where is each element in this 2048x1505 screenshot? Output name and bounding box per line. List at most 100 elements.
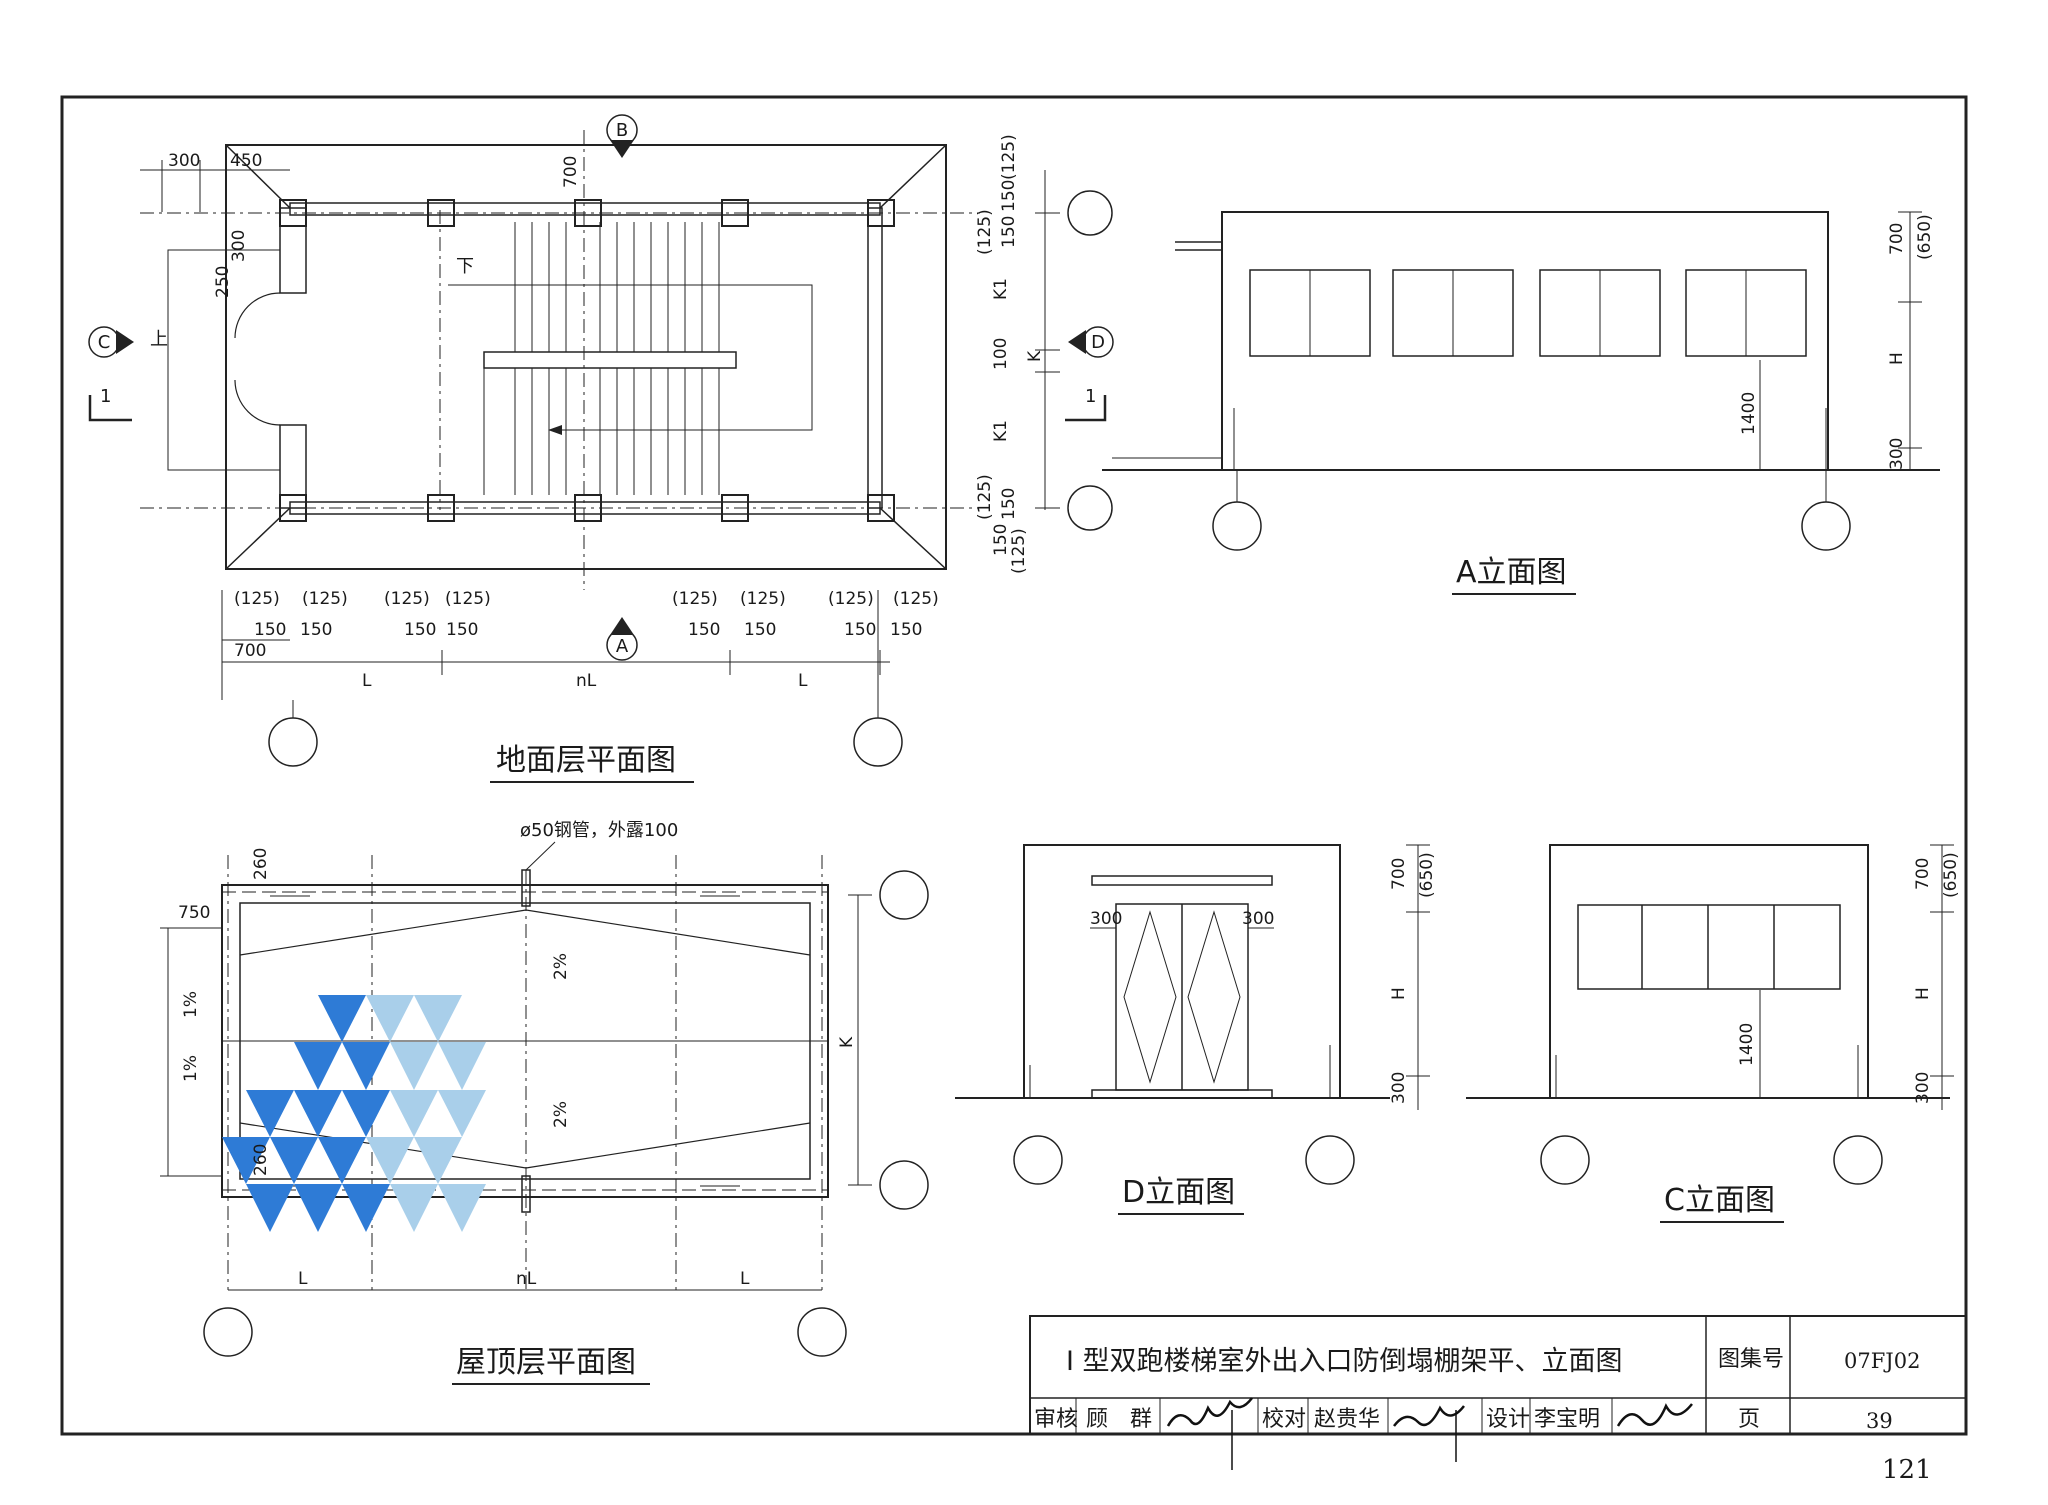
d-elev-dim-h: H xyxy=(1389,987,1409,1000)
c-elev-dim-h: H xyxy=(1913,987,1933,1000)
view-d-marker-label: D xyxy=(1091,332,1105,353)
roof-plan-title: 屋顶层平面图 xyxy=(456,1345,636,1380)
page-label: 页 xyxy=(1738,1407,1760,1432)
dim-col-a-6: (125) xyxy=(740,589,786,609)
dim-250-side: 250 xyxy=(213,266,233,298)
d-elev-dim-300-right: 300 xyxy=(1242,909,1274,929)
dim-right-k: K xyxy=(1025,350,1045,362)
d-elevation xyxy=(955,844,1430,1185)
watermark-logo xyxy=(222,995,486,1232)
roof-slope-2pct-bottom: 2% xyxy=(551,1101,571,1128)
dim-right-3: 150 xyxy=(999,216,1019,248)
page-no: 39 xyxy=(1866,1409,1893,1433)
d-elev-dim-300-left: 300 xyxy=(1090,909,1122,929)
review-label: 审核 xyxy=(1034,1407,1078,1432)
dim-col-a-1: (125) xyxy=(234,589,280,609)
a-elevation-title: A立面图 xyxy=(1456,555,1567,590)
design-label: 设计 xyxy=(1486,1407,1530,1432)
c-elev-dim-300: 300 xyxy=(1913,1072,1933,1104)
section-mark-left: 1 xyxy=(100,386,111,407)
d-elev-dim-650: (650) xyxy=(1417,852,1437,898)
dim-right-11: 150 xyxy=(991,524,1011,556)
span-l-left: L xyxy=(362,671,372,691)
roof-dim-260-bottom: 260 xyxy=(251,1144,271,1176)
roof-dim-k: K xyxy=(837,1036,857,1048)
dim-col-a-4: (125) xyxy=(445,589,491,609)
title-block xyxy=(1029,1315,1967,1435)
dim-right-12: (125) xyxy=(1009,528,1029,574)
roof-slope-1pct-bottom: 1% xyxy=(181,1055,201,1082)
dim-right-1: (125) xyxy=(999,134,1019,180)
span-nl: nL xyxy=(576,671,597,691)
d-elev-dim-300-base: 300 xyxy=(1389,1072,1409,1104)
c-elev-dim-650: (650) xyxy=(1941,852,1961,898)
roof-slope-2pct-top: 2% xyxy=(551,953,571,980)
dim-col-b-8: 150 xyxy=(890,620,922,640)
up-label: 上 xyxy=(150,329,168,350)
dim-700-top: 700 xyxy=(561,156,581,188)
dim-col-b-6: 150 xyxy=(744,620,776,640)
view-b-marker-label: B xyxy=(616,120,628,141)
dim-450-top: 450 xyxy=(230,151,262,171)
ground-plan-title: 地面层平面图 xyxy=(496,743,676,778)
view-c-marker-label: C xyxy=(98,332,111,353)
drawing-title: I 型双跑楼梯室外出入口防倒塌棚架平、立面图 xyxy=(1066,1346,1623,1377)
roof-dim-750: 750 xyxy=(178,903,210,923)
dim-col-a-7: (125) xyxy=(828,589,874,609)
atlas-number: 07FJ02 xyxy=(1844,1349,1920,1373)
dim-col-a-8: (125) xyxy=(893,589,939,609)
ground-floor-plan xyxy=(88,114,1114,767)
dim-right-100: 100 xyxy=(991,338,1011,370)
c-elevation xyxy=(1466,844,1954,1185)
roof-slope-1pct-top: 1% xyxy=(181,991,201,1018)
pipe-note: ø50钢管，外露100 xyxy=(520,820,678,841)
dim-col-b-2: 150 xyxy=(300,620,332,640)
signatures xyxy=(1166,1397,1693,1470)
c-elev-dim-700: 700 xyxy=(1913,858,1933,890)
dim-right-10: 150 xyxy=(999,488,1019,520)
dim-col-a-2: (125) xyxy=(302,589,348,609)
dim-col-b-3: 150 xyxy=(404,620,436,640)
checker-name: 赵贵华 xyxy=(1314,1407,1380,1432)
view-a-marker-label: A xyxy=(616,636,629,657)
dim-col-b-4: 150 xyxy=(446,620,478,640)
dim-col-b-7: 150 xyxy=(844,620,876,640)
designer-name: 李宝明 xyxy=(1534,1407,1600,1432)
dim-right-k1-top: K1 xyxy=(991,278,1011,300)
d-elev-dim-700: 700 xyxy=(1389,858,1409,890)
roof-dim-260-top: 260 xyxy=(251,848,271,880)
a-elev-dim-1400: 1400 xyxy=(1739,392,1759,435)
dim-700-left: 700 xyxy=(234,641,266,661)
span-l-right: L xyxy=(798,671,808,691)
a-elevation xyxy=(1102,211,1940,551)
roof-span-nl: nL xyxy=(516,1269,537,1289)
sheet-frame xyxy=(60,95,1968,1436)
dim-col-a-3: (125) xyxy=(384,589,430,609)
a-elev-dim-700: 700 xyxy=(1887,223,1907,255)
dim-right-k1-bottom: K1 xyxy=(991,420,1011,442)
down-label: 下 xyxy=(456,256,474,277)
a-elev-dim-300: 300 xyxy=(1887,438,1907,470)
a-elev-dim-h: H xyxy=(1887,352,1907,365)
dim-right-9: (125) xyxy=(975,474,995,520)
dim-col-b-5: 150 xyxy=(688,620,720,640)
dim-col-a-5: (125) xyxy=(672,589,718,609)
section-mark-right: 1 xyxy=(1085,386,1096,407)
page-number: 121 xyxy=(1882,1455,1932,1485)
roof-span-l-right: L xyxy=(740,1269,750,1289)
c-elevation-title: C立面图 xyxy=(1664,1183,1775,1218)
d-elevation-title: D立面图 xyxy=(1122,1175,1235,1210)
dim-right-4: (125) xyxy=(975,209,995,255)
a-elev-dim-650: (650) xyxy=(1915,214,1935,260)
check-label: 校对 xyxy=(1262,1407,1306,1432)
dim-right-2: 150 xyxy=(999,180,1019,212)
dim-300-top: 300 xyxy=(168,151,200,171)
atlas-label: 图集号 xyxy=(1718,1347,1784,1372)
c-elev-dim-1400: 1400 xyxy=(1737,1023,1757,1066)
dim-300-side: 300 xyxy=(229,230,249,262)
roof-span-l-left: L xyxy=(298,1269,308,1289)
reviewer-name: 顾 群 xyxy=(1086,1407,1152,1432)
dim-col-b-1: 150 xyxy=(254,620,286,640)
roof-plan xyxy=(160,841,929,1357)
